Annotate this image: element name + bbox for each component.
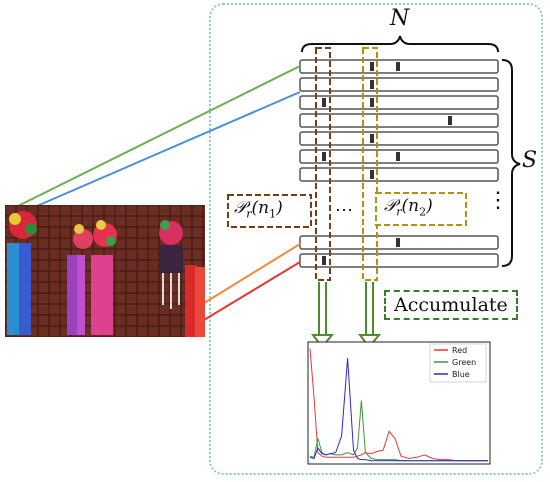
pool-1-sub: r	[246, 207, 252, 221]
legend-label-blue: Blue	[452, 370, 470, 379]
chart-legend: Red Green Blue	[429, 343, 487, 383]
pool-2-arg-sub: 2	[419, 205, 427, 219]
strip-mark	[322, 98, 326, 107]
n-label: N	[390, 6, 410, 31]
ellipsis-horizontal: ⋯	[335, 200, 353, 221]
legend-label-green: Green	[452, 358, 476, 367]
s-label: S	[522, 148, 538, 173]
pool-1-box	[227, 194, 312, 228]
pool-2-sub: r	[396, 205, 402, 219]
strip-mark	[396, 62, 400, 71]
feature-strip	[299, 253, 499, 268]
feature-strip	[299, 167, 499, 182]
strip-mark	[396, 152, 400, 161]
pool-2-label: 𝒫r(n2)	[384, 196, 433, 218]
connector-blue	[29, 91, 301, 210]
pool-2-column	[362, 47, 378, 281]
pool-2-arg: (n	[401, 196, 420, 216]
pool-1-script: 𝒫	[234, 198, 247, 218]
strip-mark	[322, 256, 326, 265]
connector-red	[193, 261, 301, 327]
pool-1-arg-sub: 1	[269, 207, 277, 221]
strip-mark	[448, 116, 452, 125]
pool-2-script: 𝒫	[384, 196, 397, 216]
strip-mark	[370, 170, 374, 179]
series-line-red	[309, 348, 488, 462]
accumulate-box: Accumulate	[384, 290, 518, 320]
strip-mark	[370, 80, 374, 89]
strip-mark	[322, 152, 326, 161]
arrow-down-1	[311, 282, 335, 349]
pool-2-box	[375, 192, 467, 226]
pool-1-arg: (n	[251, 198, 270, 218]
s-brace	[501, 59, 521, 267]
pool-1-close: )	[276, 198, 283, 218]
outer-frame	[209, 3, 543, 475]
tassel-photo	[5, 205, 205, 337]
histogram-chart: Red Green Blue	[307, 341, 491, 465]
arrow-down-2	[358, 282, 382, 349]
n-brace	[301, 35, 499, 53]
connector-green	[11, 65, 301, 210]
pool-2-close: )	[426, 196, 433, 216]
feature-strip	[299, 131, 499, 146]
feature-strip	[299, 77, 499, 92]
strip-mark	[396, 238, 400, 247]
strip-mark	[370, 134, 374, 143]
series-line-blue	[309, 358, 488, 462]
legend-label-red: Red	[452, 346, 467, 355]
pool-1-column	[315, 47, 331, 281]
strip-mark	[370, 98, 374, 107]
strip-mark	[370, 62, 374, 71]
feature-strip	[299, 95, 499, 110]
ellipsis-vertical: ⋮	[487, 188, 509, 213]
pool-1-label: 𝒫r(n1)	[234, 198, 283, 220]
